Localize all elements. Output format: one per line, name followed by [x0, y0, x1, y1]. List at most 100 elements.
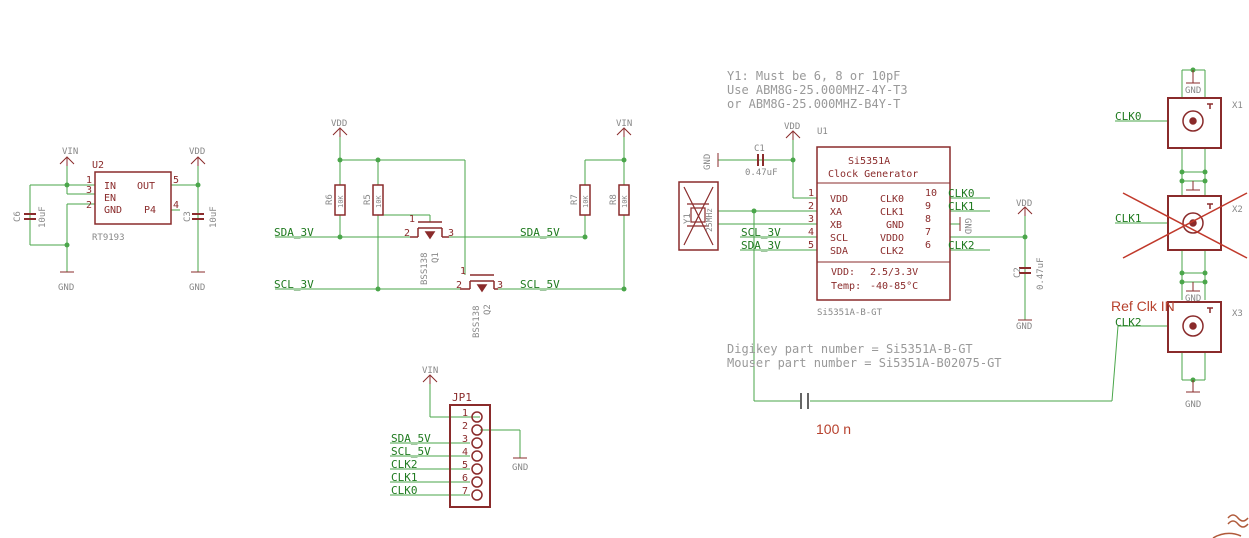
- clock-gen-title: Si5351A: [848, 156, 890, 167]
- resistor-ref: R5: [363, 194, 373, 205]
- capacitor-icon: [24, 213, 36, 220]
- gnd-label: GND: [703, 154, 713, 170]
- net-label: CLK0: [1115, 110, 1142, 123]
- net-label: CLK2: [1115, 316, 1142, 329]
- resistor-value: 10K: [375, 195, 383, 208]
- capacitor-icon: [1019, 267, 1031, 274]
- mosfet-icon: [410, 221, 449, 240]
- mosfet-part: BSS138: [472, 305, 482, 338]
- net-label: CLK0: [391, 484, 418, 497]
- connector-ref: X2: [1232, 205, 1243, 215]
- vin-arrow-icon: [422, 374, 438, 384]
- mosfet-part: BSS138: [420, 252, 430, 285]
- crystal-body: [678, 181, 719, 251]
- cap-ref: C6: [13, 211, 23, 222]
- pin-number: 4: [173, 200, 179, 211]
- vdd-arrow-icon: [332, 127, 348, 137]
- connector-body: [1167, 97, 1222, 149]
- vdd-label: VDD: [189, 147, 205, 157]
- pin-name: CLK0: [880, 194, 904, 205]
- cap-value: 10uF: [38, 206, 48, 228]
- gnd-label: GND: [1185, 400, 1201, 410]
- clock-gen-body: [816, 146, 951, 301]
- junctions-level-shifter: [337, 157, 627, 292]
- pin-number: 1: [86, 175, 92, 186]
- clock-gen-section: Y1: Must be 6, 8 or 10pF Use ABM8G-25.00…: [678, 69, 1168, 437]
- pin-name: GND: [104, 205, 122, 216]
- header-body: [449, 404, 491, 508]
- cap-ref: C3: [183, 211, 193, 222]
- mosfet-ref: Q2: [483, 304, 493, 315]
- pin-number: 2: [808, 201, 814, 212]
- pin-number: 1: [462, 408, 468, 419]
- connector-body: [1167, 195, 1222, 251]
- net-label: SCL_3V: [274, 278, 314, 291]
- pin-number: 2: [456, 280, 462, 291]
- pin-number: 4: [808, 227, 814, 238]
- gnd-icon: [1186, 181, 1200, 191]
- pin-number: 5: [462, 460, 468, 471]
- gnd-label: GND: [189, 283, 205, 293]
- pin-number: 6: [462, 473, 468, 484]
- pin-name: OUT: [137, 181, 155, 192]
- resistor-ref: R6: [325, 194, 335, 205]
- pin-name: IN: [104, 181, 116, 192]
- net-label: SDA_3V: [274, 226, 314, 239]
- part-number-note: Digikey part number = Si5351A-B-GT: [727, 342, 973, 356]
- junctions-regulator: [64, 182, 201, 248]
- connector-ref: X3: [1232, 309, 1243, 319]
- gnd-icon: [1186, 380, 1200, 393]
- pin-number: 3: [808, 214, 814, 225]
- net-label: CLK1: [948, 200, 975, 213]
- cap-value: 0.47uF: [745, 168, 778, 178]
- strike-mark-icon: [1122, 192, 1248, 259]
- pin-name: SDA: [830, 246, 848, 257]
- coax-icon: [1182, 307, 1213, 337]
- pin-number: 1: [808, 188, 814, 199]
- gnd-label: GND: [962, 218, 972, 234]
- vdd-arrow-icon: [190, 156, 206, 166]
- pin-number: 8: [925, 214, 931, 225]
- net-label: SDA_5V: [391, 432, 431, 445]
- pin-name: CLK2: [880, 246, 904, 257]
- pin-number: 7: [462, 486, 468, 497]
- resistor-value: 10K: [582, 195, 590, 208]
- pin-number: 3: [448, 228, 454, 239]
- resistor-value: 10K: [337, 195, 345, 208]
- part-number-note: Mouser part number = Si5351A-B02075-GT: [727, 356, 1002, 370]
- resistor-ref: R7: [570, 194, 580, 205]
- note-line: Use ABM8G-25.000MHZ-4Y-T3: [727, 83, 908, 97]
- cap-ref: C2: [1013, 267, 1023, 278]
- cap-annotation: 100 n: [816, 421, 851, 437]
- wires-level-shifter: [275, 137, 625, 290]
- clock-gen-spec-value: -40-85°C: [870, 281, 918, 292]
- connector-body: [1167, 301, 1222, 353]
- resistor-ref: R8: [609, 194, 619, 205]
- pin-number: 3: [497, 280, 503, 291]
- vin-label: VIN: [422, 366, 438, 376]
- vin-arrow-icon: [59, 156, 75, 166]
- pin-number: 6: [925, 240, 931, 251]
- pin-number: 2: [404, 228, 410, 239]
- mosfet-ref: Q1: [431, 252, 441, 263]
- clock-gen-spec-value: 2.5/3.3V: [870, 267, 918, 278]
- pin-number: 7: [925, 227, 931, 238]
- net-label: CLK2: [948, 239, 975, 252]
- header-ref: JP1: [452, 391, 472, 404]
- coax-icon: [1182, 103, 1213, 132]
- pin-number: 10: [925, 188, 937, 199]
- ref-clk-annotation: Ref Clk IN: [1111, 298, 1175, 314]
- net-label: CLK1: [391, 471, 418, 484]
- net-label: SCL_3V: [741, 226, 781, 239]
- junctions-connectors: [1179, 67, 1208, 383]
- pin-name: GND: [886, 220, 904, 231]
- mosfet-icon: [460, 274, 498, 293]
- note-line: or ABM8G-25.000MHZ-B4Y-T: [727, 97, 900, 111]
- regulator-part: RT9193: [92, 233, 125, 243]
- pin-number: 3: [462, 434, 468, 445]
- junctions-clock-gen: [751, 157, 1028, 240]
- header-section: VIN GND JP1 1 2 3 4 5 6 7 SDA_5V SCL_5V …: [390, 366, 528, 508]
- pin-name: VDD: [830, 194, 848, 205]
- net-label: CLK1: [1115, 212, 1142, 225]
- pin-number: 5: [173, 175, 179, 186]
